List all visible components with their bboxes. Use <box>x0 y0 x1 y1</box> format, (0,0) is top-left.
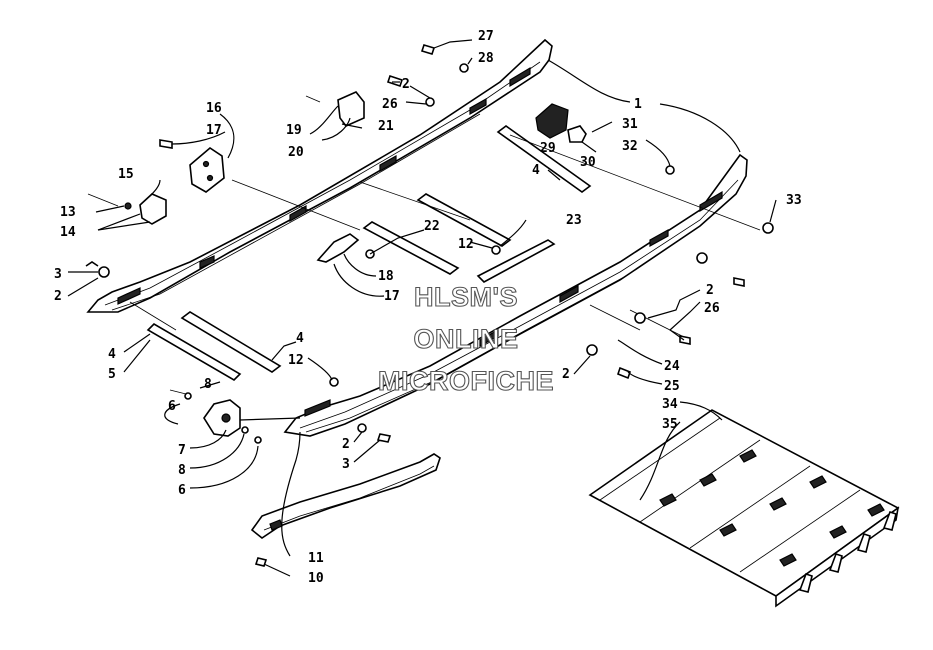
cross-shafts <box>129 125 761 382</box>
callout-30: 30 <box>580 155 596 170</box>
callout-2: 2 <box>342 437 350 452</box>
callout-12: 12 <box>458 237 474 252</box>
callout-5: 5 <box>108 367 116 382</box>
callout-3: 3 <box>342 457 350 472</box>
callout-8: 8 <box>178 463 186 478</box>
callout-16: 16 <box>206 101 222 116</box>
callout-24: 24 <box>664 359 680 374</box>
leader-lines <box>67 39 777 577</box>
callout-4: 4 <box>108 347 116 362</box>
callout-26: 26 <box>382 97 398 112</box>
callout-8: 8 <box>204 377 212 392</box>
callout-17: 17 <box>384 289 400 304</box>
callout-26: 26 <box>704 301 720 316</box>
callout-4: 4 <box>532 163 540 178</box>
callout-13: 13 <box>60 205 76 220</box>
callout-32: 32 <box>622 139 638 154</box>
callout-6: 6 <box>178 483 186 498</box>
callout-numbers: 27 28 2 26 1 16 17 19 20 21 29 31 30 32 … <box>54 29 802 586</box>
callout-15: 15 <box>118 167 134 182</box>
callout-12: 12 <box>288 353 304 368</box>
watermark: HLSM'S ONLINE MICROFICHE <box>377 281 554 396</box>
callout-23: 23 <box>566 213 582 228</box>
callout-34: 34 <box>662 397 678 412</box>
callout-29: 29 <box>540 141 556 156</box>
callout-2: 2 <box>402 77 410 92</box>
callout-7: 7 <box>178 443 186 458</box>
watermark-line2: ONLINE <box>413 324 518 354</box>
callout-6: 6 <box>168 399 176 414</box>
track <box>588 409 900 608</box>
callout-20: 20 <box>288 145 304 160</box>
right-rail <box>283 153 748 437</box>
callout-10: 10 <box>308 571 324 586</box>
callout-25: 25 <box>664 379 680 394</box>
callout-28: 28 <box>478 51 494 66</box>
callout-14: 14 <box>60 225 76 240</box>
callout-2: 2 <box>54 289 62 304</box>
watermark-line3: MICROFICHE <box>378 366 554 396</box>
callout-35: 35 <box>662 417 678 432</box>
callout-27: 27 <box>478 29 494 44</box>
callout-3: 3 <box>54 267 62 282</box>
callout-18: 18 <box>378 269 394 284</box>
callout-2: 2 <box>562 367 570 382</box>
slide-wear-strip <box>250 453 441 567</box>
callout-33: 33 <box>786 193 802 208</box>
callout-19: 19 <box>286 123 302 138</box>
callout-22: 22 <box>424 219 440 234</box>
callout-4: 4 <box>296 331 304 346</box>
callout-31: 31 <box>622 117 638 132</box>
callout-1: 1 <box>634 97 642 112</box>
callout-2: 2 <box>706 283 714 298</box>
callout-17: 17 <box>206 123 222 138</box>
watermark-line1: HLSM'S <box>414 282 518 312</box>
callout-11: 11 <box>308 551 324 566</box>
left-rail <box>86 38 553 313</box>
callout-21: 21 <box>378 119 394 134</box>
